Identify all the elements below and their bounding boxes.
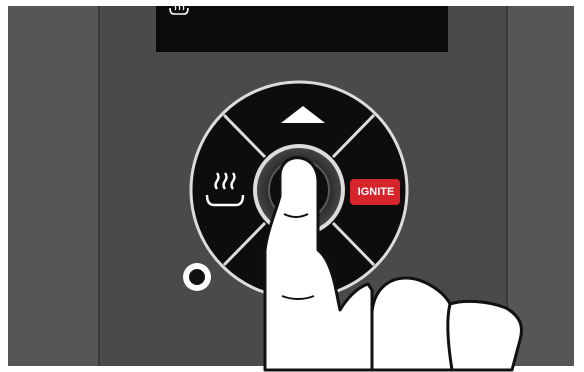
- ignite-label: IGNITE: [352, 184, 400, 200]
- power-indicator[interactable]: [183, 263, 211, 291]
